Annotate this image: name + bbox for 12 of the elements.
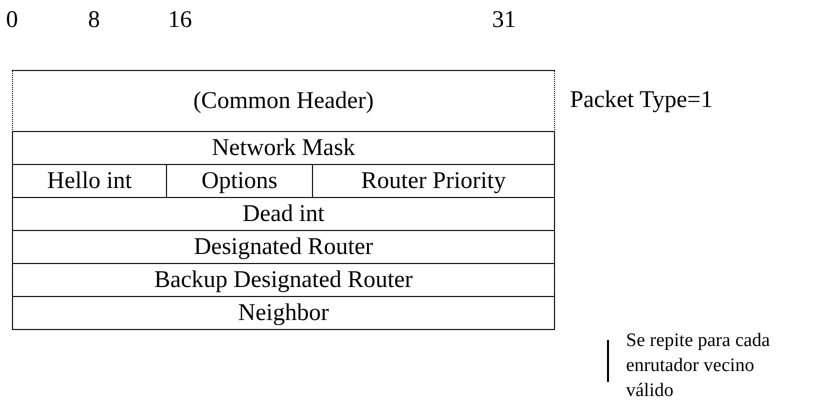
packet-field: Dead int bbox=[12, 197, 555, 231]
bit-number: 0 bbox=[6, 6, 18, 34]
packet-field: Network Mask bbox=[12, 131, 555, 165]
bit-number: 8 bbox=[88, 6, 100, 34]
packet-type-text: Packet Type=1 bbox=[570, 86, 713, 114]
note-text: Se repite para cada enrutador vecino válido bbox=[626, 329, 771, 401]
bit-number: 16 bbox=[168, 6, 192, 34]
packet-field: Neighbor bbox=[12, 296, 555, 330]
common-header-field: (Common Header) bbox=[12, 70, 555, 132]
bit-number: 31 bbox=[492, 6, 516, 34]
packet-field: Backup Designated Router bbox=[12, 263, 555, 297]
packet-field: Designated Router bbox=[12, 230, 555, 264]
